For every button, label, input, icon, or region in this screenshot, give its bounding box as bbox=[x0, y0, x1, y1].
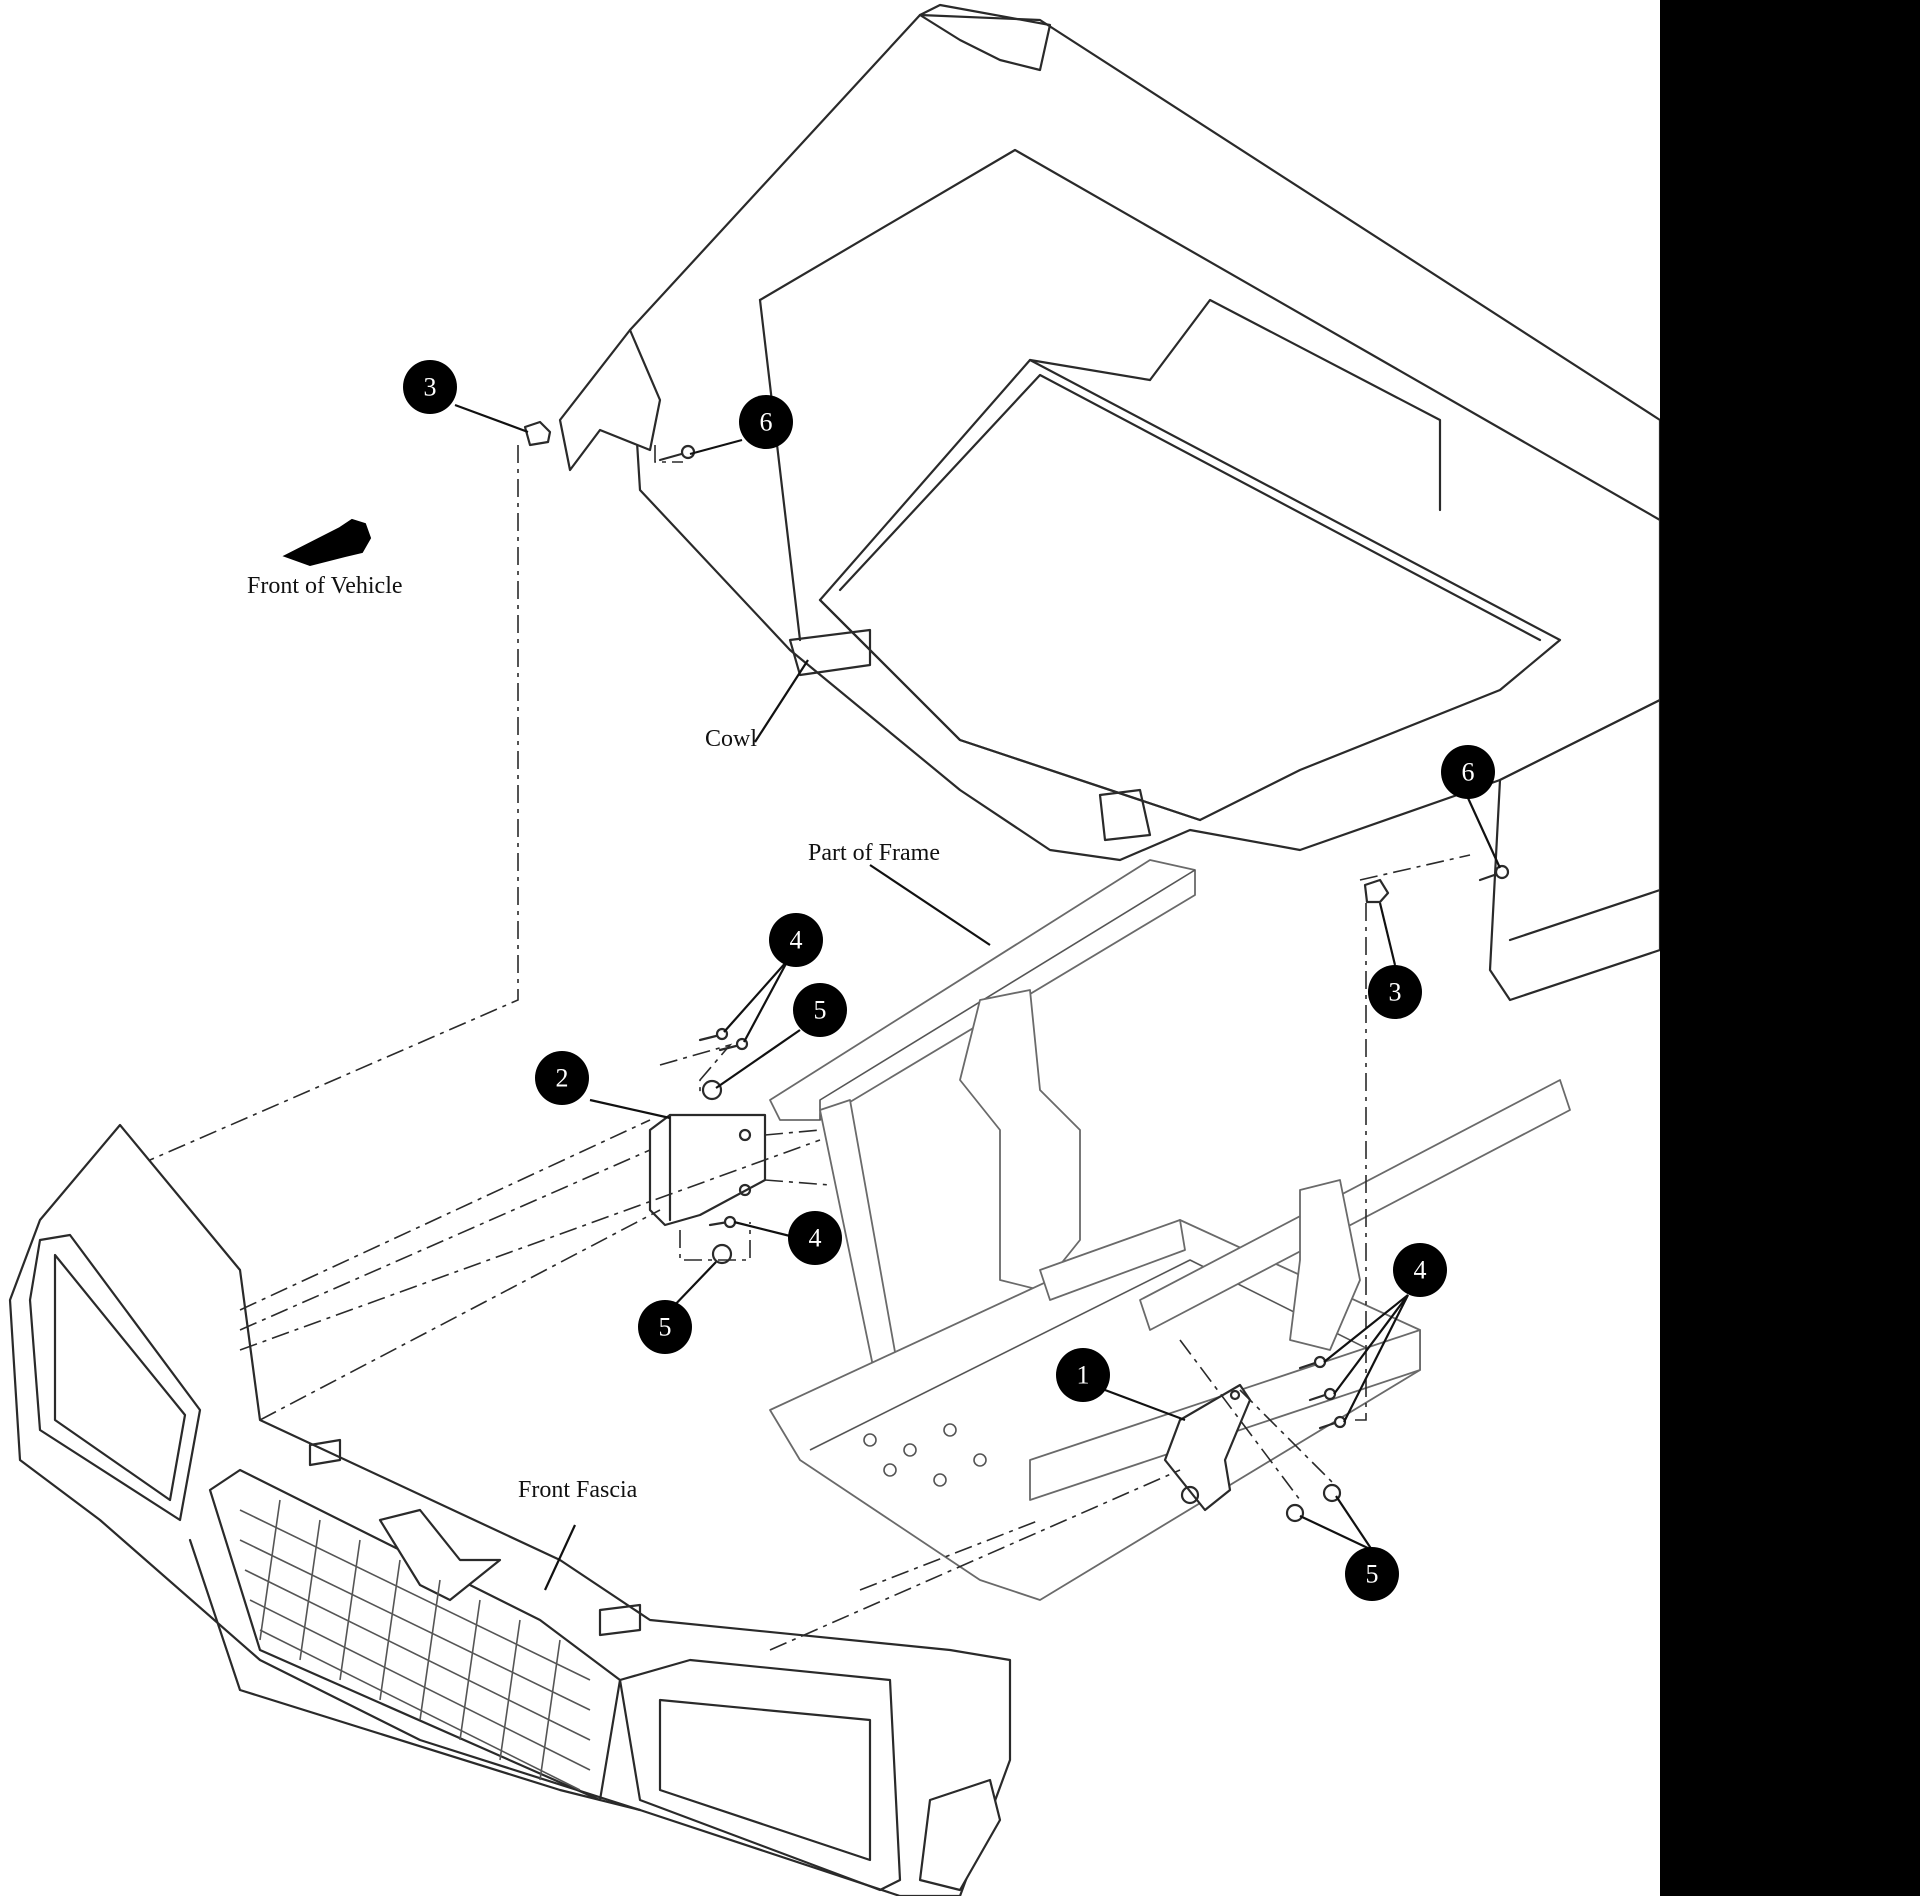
svg-text:3: 3 bbox=[1389, 978, 1402, 1007]
leader-lines bbox=[454, 403, 1502, 1591]
svg-text:5: 5 bbox=[1366, 1560, 1379, 1589]
nut-left bbox=[523, 420, 552, 447]
callout-6-right: 6 bbox=[1441, 745, 1495, 799]
svg-text:1: 1 bbox=[1077, 1361, 1090, 1390]
assembly-lines bbox=[149, 445, 1471, 1651]
svg-text:4: 4 bbox=[790, 926, 803, 955]
callout-5-lower-left: 5 bbox=[638, 1300, 692, 1354]
svg-text:5: 5 bbox=[659, 1313, 672, 1342]
callout-5-right: 5 bbox=[1345, 1547, 1399, 1601]
callout-4-upper-left: 4 bbox=[769, 913, 823, 967]
callout-2: 2 bbox=[535, 1051, 589, 1105]
grille-honeycomb bbox=[239, 1499, 591, 1791]
callout-3-right: 3 bbox=[1368, 965, 1422, 1019]
frame-part bbox=[769, 859, 1571, 1601]
exploded-parts-diagram: Front of Vehicle Cowl Part of Frame Fron… bbox=[8, 3, 1660, 1896]
svg-text:6: 6 bbox=[760, 408, 773, 437]
svg-text:5: 5 bbox=[814, 996, 827, 1025]
black-side-panel bbox=[1660, 0, 1920, 1896]
label-part-of-frame: Part of Frame bbox=[808, 840, 940, 866]
svg-text:3: 3 bbox=[424, 373, 437, 402]
label-front-fascia: Front Fascia bbox=[518, 1477, 638, 1503]
nut-right bbox=[1363, 878, 1390, 904]
svg-text:4: 4 bbox=[1414, 1256, 1427, 1285]
label-cowl: Cowl bbox=[705, 726, 757, 752]
bracket-left bbox=[648, 1113, 767, 1227]
svg-text:4: 4 bbox=[809, 1224, 822, 1253]
label-front-of-vehicle: Front of Vehicle bbox=[247, 573, 403, 599]
callout-5-upper-left: 5 bbox=[793, 983, 847, 1037]
callout-6-top: 6 bbox=[739, 395, 793, 449]
svg-text:6: 6 bbox=[1462, 758, 1475, 787]
callout-4-right: 4 bbox=[1393, 1243, 1447, 1297]
diagram-canvas: Front of Vehicle Cowl Part of Frame Fron… bbox=[8, 3, 1660, 1896]
callout-4-mid-left: 4 bbox=[788, 1211, 842, 1265]
front-fascia-part bbox=[8, 1123, 1012, 1896]
svg-text:2: 2 bbox=[556, 1064, 569, 1093]
callout-1: 1 bbox=[1056, 1348, 1110, 1402]
callout-3-top-left: 3 bbox=[403, 360, 457, 414]
front-of-vehicle-arrow-icon bbox=[282, 518, 372, 567]
bracket-right bbox=[1163, 1383, 1252, 1512]
fasteners bbox=[523, 420, 1510, 1523]
cowl-part bbox=[558, 3, 1660, 1002]
